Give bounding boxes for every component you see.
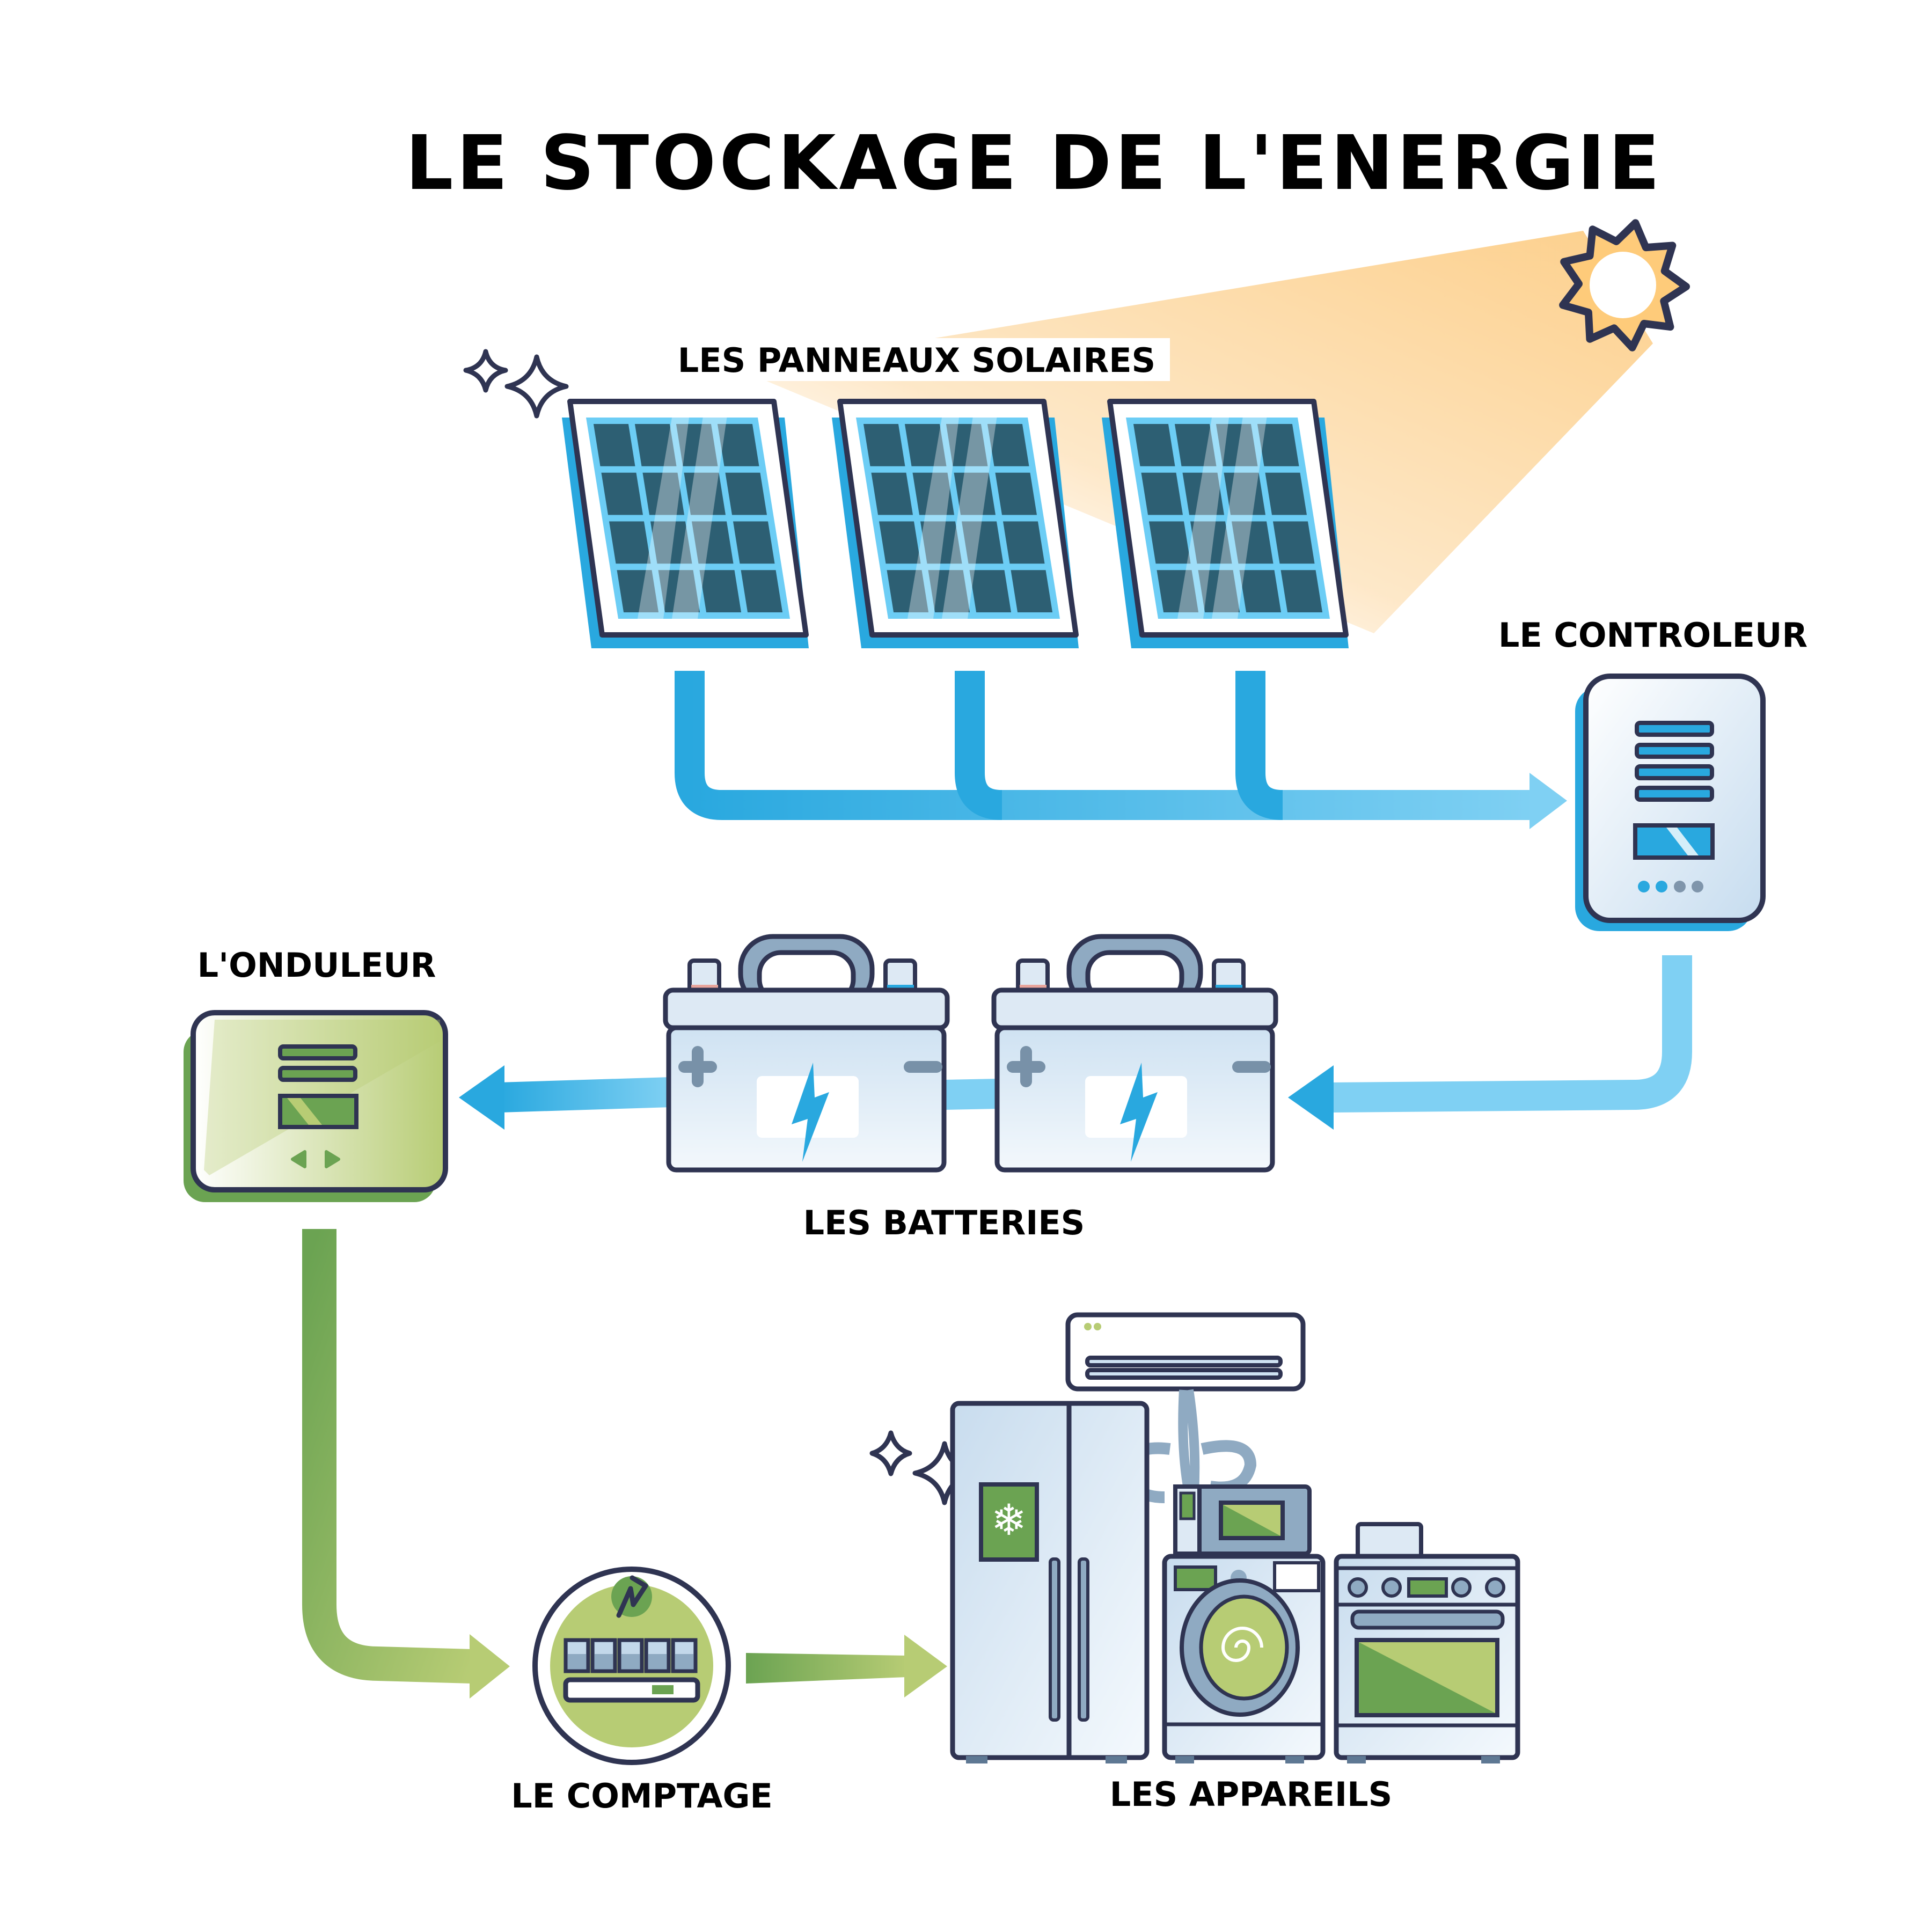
snowflake-icon: ❄ — [991, 1495, 1027, 1545]
batteries — [663, 934, 1278, 1173]
flow-inverter-to-meter — [302, 1229, 473, 1684]
refrigerator-icon: ❄ — [950, 1401, 1150, 1763]
inverter-label: L'ONDULEUR — [197, 946, 436, 985]
washing-machine-icon — [1162, 1554, 1326, 1763]
lightning-icon — [1120, 1063, 1158, 1162]
stove-icon — [1334, 1522, 1520, 1763]
panels-label-bg — [665, 338, 1170, 381]
batteries-label: LES BATTERIES — [803, 1203, 1085, 1242]
flow-between-batteries — [944, 1079, 999, 1110]
microwave-icon — [1173, 1484, 1312, 1556]
arrow-to-meter — [470, 1634, 510, 1699]
solar-panel-icon — [1102, 399, 1349, 648]
flow-controller-to-batteries — [1330, 955, 1692, 1113]
lightning-icon — [792, 1063, 829, 1162]
controller-label: LE CONTROLEUR — [1498, 616, 1807, 655]
energy-meter-icon — [532, 1567, 731, 1765]
flow-meter-to-appliances — [746, 1653, 907, 1684]
meter-label: LE COMPTAGE — [511, 1776, 773, 1816]
arrow-to-inverter — [459, 1065, 504, 1130]
appliances-label: LES APPAREILS — [1110, 1775, 1393, 1814]
solar-panel-icon — [832, 399, 1079, 648]
battery-icon — [991, 934, 1278, 1173]
solar-panel-icon — [562, 399, 809, 648]
arrow-to-batteries — [1288, 1065, 1334, 1130]
arrow-to-controller — [1529, 773, 1567, 829]
inverter-icon — [184, 1010, 448, 1202]
battery-icon — [663, 934, 950, 1173]
air-conditioner-icon — [1065, 1312, 1306, 1503]
charge-controller-icon — [1575, 674, 1766, 931]
solar-panels — [562, 399, 1349, 648]
panels-label: LES PANNEAUX SOLAIRES — [678, 341, 1155, 380]
sun-icon — [1559, 219, 1690, 352]
flow-panels-to-controller — [675, 671, 1535, 820]
arrow-to-appliances — [904, 1635, 947, 1697]
flow-batteries-to-inverter — [499, 1077, 671, 1113]
page-title: LE STOCKAGE DE L'ENERGIE — [405, 120, 1663, 207]
sparkle-icon — [463, 349, 569, 419]
